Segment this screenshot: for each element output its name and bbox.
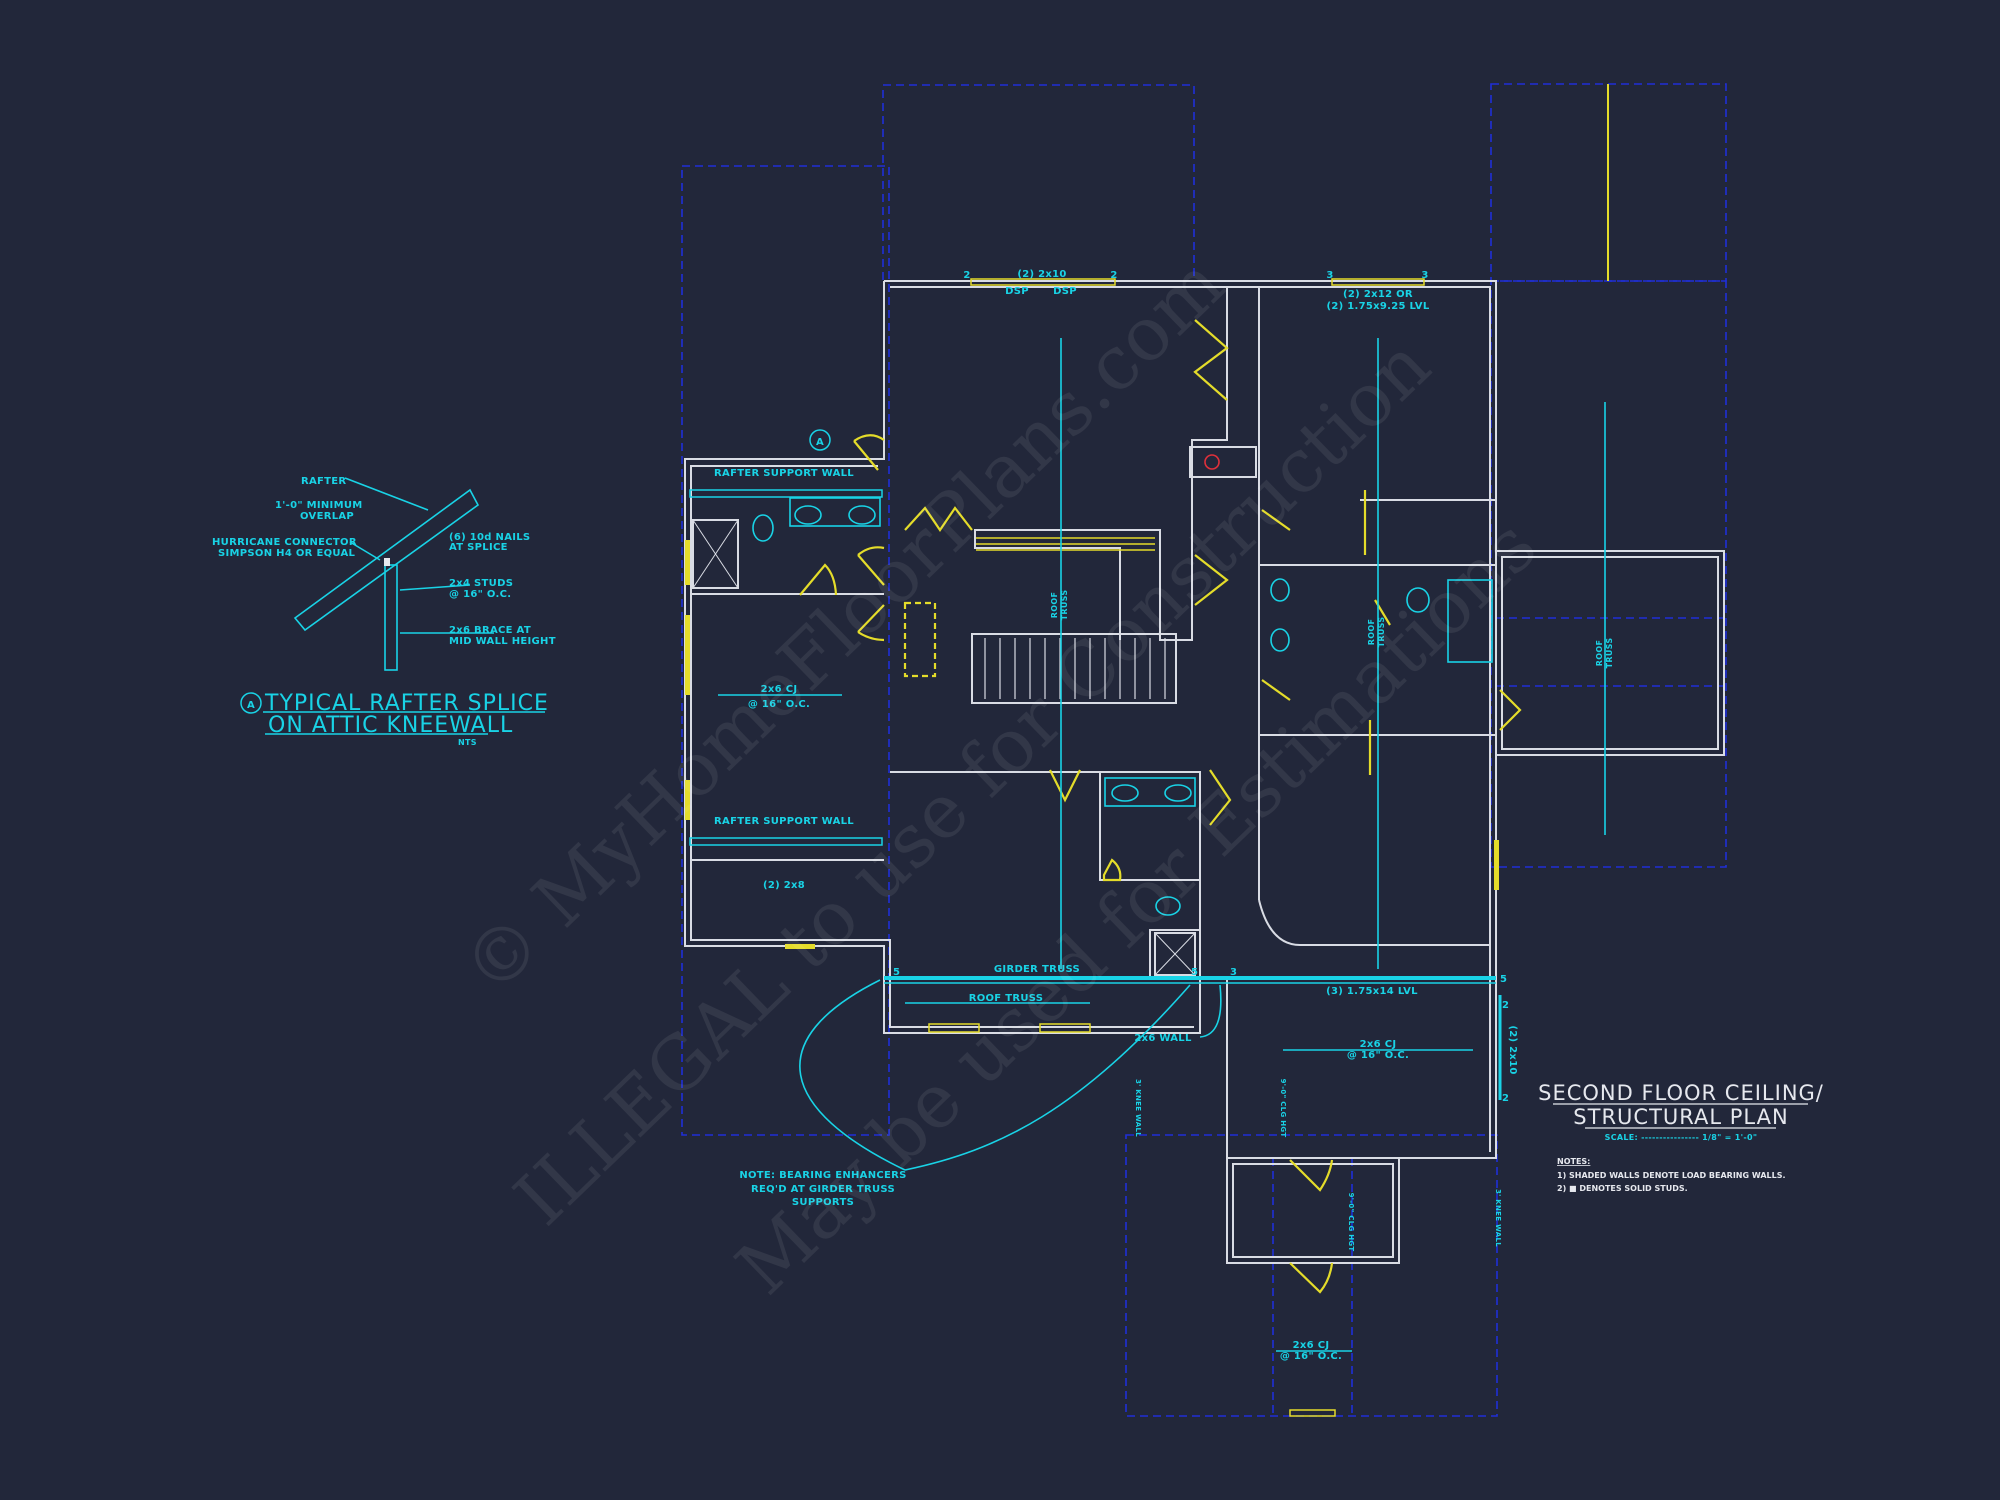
roof-truss-label: TRUSS (1377, 617, 1386, 648)
roof-truss-label: ROOF (1367, 619, 1376, 645)
oc-label: @ 16" O.C. (1280, 1351, 1342, 1362)
cj-label: 2x6 CJ (1293, 1340, 1330, 1351)
rafter-support-wall-label: RAFTER SUPPORT WALL (714, 468, 854, 479)
drawing-title: STRUCTURAL PLAN (1573, 1105, 1788, 1129)
stud-count: 5 (1500, 974, 1507, 985)
ceiling-height-label: 9'-0" CLG HGT (1347, 1193, 1355, 1252)
callout-overlap: 1'-0" MINIMUM (275, 500, 363, 511)
drawing-scale: SCALE: ---------------- 1/8" = 1'-0" (1605, 1133, 1758, 1142)
stud-count: 2 (1502, 1000, 1509, 1011)
bearing-note: NOTE: BEARING ENHANCERS (739, 1170, 906, 1181)
notes-heading: NOTES: (1557, 1157, 1590, 1166)
note-item: 2) ■ DENOTES SOLID STUDS. (1557, 1184, 1688, 1193)
stud-count: 5 (1191, 967, 1198, 978)
callout-studs: 2x4 STUDS (449, 578, 513, 589)
bearing-note: SUPPORTS (792, 1197, 854, 1208)
stair-treads (984, 638, 1166, 699)
fixtures-and-beams (689, 338, 1606, 1352)
callout-rafter: RAFTER (301, 476, 346, 487)
roof-outline-dashed (681, 83, 1727, 1417)
floor-plan-walls (684, 280, 1725, 1264)
drawing-title-block: SECOND FLOOR CEILING/ STRUCTURAL PLAN SC… (1538, 1081, 1824, 1193)
rafter-splice-detail-drawing (240, 477, 545, 735)
plan-labels: (2) 2x10 DSP DSP (2) 2x12 OR (2) 1.75x9.… (714, 269, 1614, 1362)
ceiling-height-label: 9'-0" CLG HGT (1279, 1079, 1287, 1138)
note-item: 1) SHADED WALLS DENOTE LOAD BEARING WALL… (1557, 1171, 1786, 1180)
callout-hurricane: HURRICANE CONNECTOR (212, 537, 357, 548)
knee-wall-label: 3' KNEE WALL (1134, 1079, 1142, 1137)
lvl-label: (3) 1.75x14 LVL (1326, 986, 1418, 997)
detail-marker: A (247, 700, 255, 711)
rafter-splice-detail: RAFTER 1'-0" MINIMUM OVERLAP HURRICANE C… (212, 476, 556, 747)
stud-count: 3 (1230, 967, 1237, 978)
stud-count: 2 (1502, 1093, 1509, 1104)
stud-count: 2 (963, 270, 970, 281)
oc-label: @ 16" O.C. (748, 699, 810, 710)
cj-label: 2x6 CJ (1360, 1039, 1397, 1050)
callout-overlap: OVERLAP (300, 511, 354, 522)
callout-hurricane: SIMPSON H4 OR EQUAL (218, 548, 356, 559)
detail-title: TYPICAL RAFTER SPLICE (264, 691, 549, 716)
beams-and-doors (685, 278, 1522, 1417)
section-marker-circle (809, 429, 831, 451)
roof-truss-label: ROOF (1595, 640, 1604, 666)
stud-count: 5 (893, 967, 900, 978)
beam-label: (2) 2x10 (1017, 269, 1066, 280)
rafter-support-wall-label: RAFTER SUPPORT WALL (714, 816, 854, 827)
callout-nails: (6) 10d NAILS (449, 532, 530, 543)
roof-truss-label: ROOF TRUSS (969, 993, 1044, 1004)
stud-count: 3 (1421, 270, 1428, 281)
callout-nails: AT SPLICE (449, 542, 508, 553)
dsp-label: DSP (1053, 286, 1077, 297)
callout-studs: @ 16" O.C. (449, 589, 511, 600)
roof-truss-label: TRUSS (1060, 590, 1069, 621)
callout-brace: 2x6 BRACE AT (449, 625, 531, 636)
callout-brace: MID WALL HEIGHT (449, 636, 556, 647)
detail-title: ON ATTIC KNEEWALL (268, 713, 513, 738)
cj-label: 2x6 CJ (761, 684, 798, 695)
beam-label: (2) 1.75x9.25 LVL (1326, 301, 1429, 312)
oc-label: @ 16" O.C. (1347, 1050, 1409, 1061)
drawing-title: SECOND FLOOR CEILING/ (1538, 1081, 1824, 1105)
stud-count: 3 (1326, 270, 1333, 281)
detail-marker-circle (240, 692, 262, 714)
bearing-note: REQ'D AT GIRDER TRUSS (751, 1184, 895, 1195)
wall-label: 2x6 WALL (1134, 1033, 1192, 1044)
girder-truss-label: GIRDER TRUSS (994, 964, 1080, 975)
roof-truss-label: ROOF (1050, 592, 1059, 618)
beam-label: (2) 2x8 (763, 880, 805, 891)
staircase (971, 633, 1177, 704)
knee-wall-label: 3' KNEE WALL (1494, 1189, 1502, 1247)
detail-scale: NTS (458, 738, 477, 747)
beam-label: (2) 2x10 (1507, 1025, 1518, 1074)
section-marker: A (816, 437, 824, 448)
stud-count: 2 (1110, 270, 1117, 281)
beam-label: (2) 2x12 OR (1343, 289, 1413, 300)
dsp-label: DSP (1005, 286, 1029, 297)
roof-truss-label: TRUSS (1605, 638, 1614, 669)
